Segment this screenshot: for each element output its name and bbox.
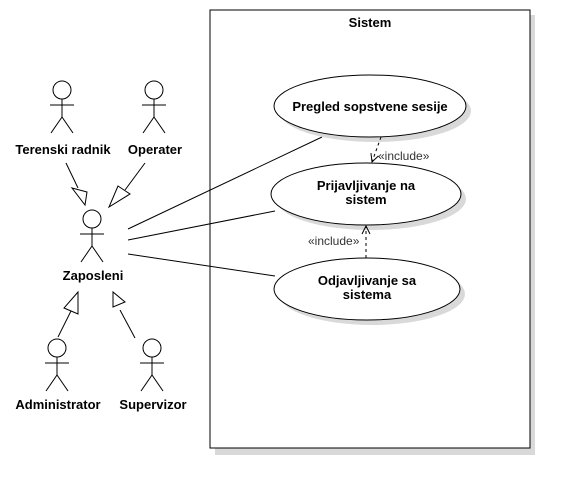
include-dependency-top: «include»: [372, 136, 430, 163]
include-stereotype-label: «include»: [308, 234, 360, 248]
association-prijavljivanje: [127, 210, 276, 241]
use-case-prijavljivanje: Prijavljivanje na sistem: [270, 162, 466, 230]
actor-zaposleni: Zaposleni: [63, 209, 124, 283]
actor-operater: Operater: [128, 80, 182, 157]
generalization-operater-arrow: [107, 185, 131, 209]
use-case-label-line-2: sistema: [343, 287, 392, 302]
associations: [127, 136, 323, 277]
use-case-label: Pregled sopstvene sesije: [292, 99, 447, 114]
association-odjavljivanje: [127, 253, 276, 277]
generalization-supervizor-arrow: [112, 290, 126, 308]
actor-label: Administrator: [15, 397, 100, 412]
actor-administrator: Administrator: [15, 338, 101, 412]
actor-label: Terenski radnik: [15, 142, 111, 157]
use-case-label-line-2: sistem: [345, 192, 386, 207]
use-case-pregled: Pregled sopstvene sesije: [273, 74, 471, 142]
generalization-supervizor-line: [119, 309, 136, 339]
include-dependency-bottom: «include»: [308, 226, 366, 258]
generalizations: [57, 162, 146, 339]
actor-label: Operater: [128, 142, 182, 157]
actor-label: Zaposleni: [63, 268, 124, 283]
system-title: Sistem: [349, 15, 392, 30]
use-case-odjavljivanje: Odjavljivanje sa sistema: [273, 257, 465, 325]
actor-supervizor: Supervizor: [119, 338, 187, 412]
generalization-terenski-line: [65, 162, 79, 189]
generalization-terenski-arrow: [70, 187, 88, 207]
use-case-label-line-1: Prijavljivanje na: [317, 178, 416, 193]
use-case-label-line-1: Odjavljivanje sa: [318, 273, 417, 288]
generalization-administrator-arrow: [63, 290, 79, 315]
actor-label: Supervizor: [119, 397, 186, 412]
generalization-administrator-line: [57, 310, 72, 338]
association-pregled: [127, 136, 323, 230]
generalization-operater-line: [124, 162, 146, 191]
actor-terenski-radnik: Terenski radnik: [15, 80, 111, 157]
include-stereotype-label: «include»: [378, 149, 430, 163]
